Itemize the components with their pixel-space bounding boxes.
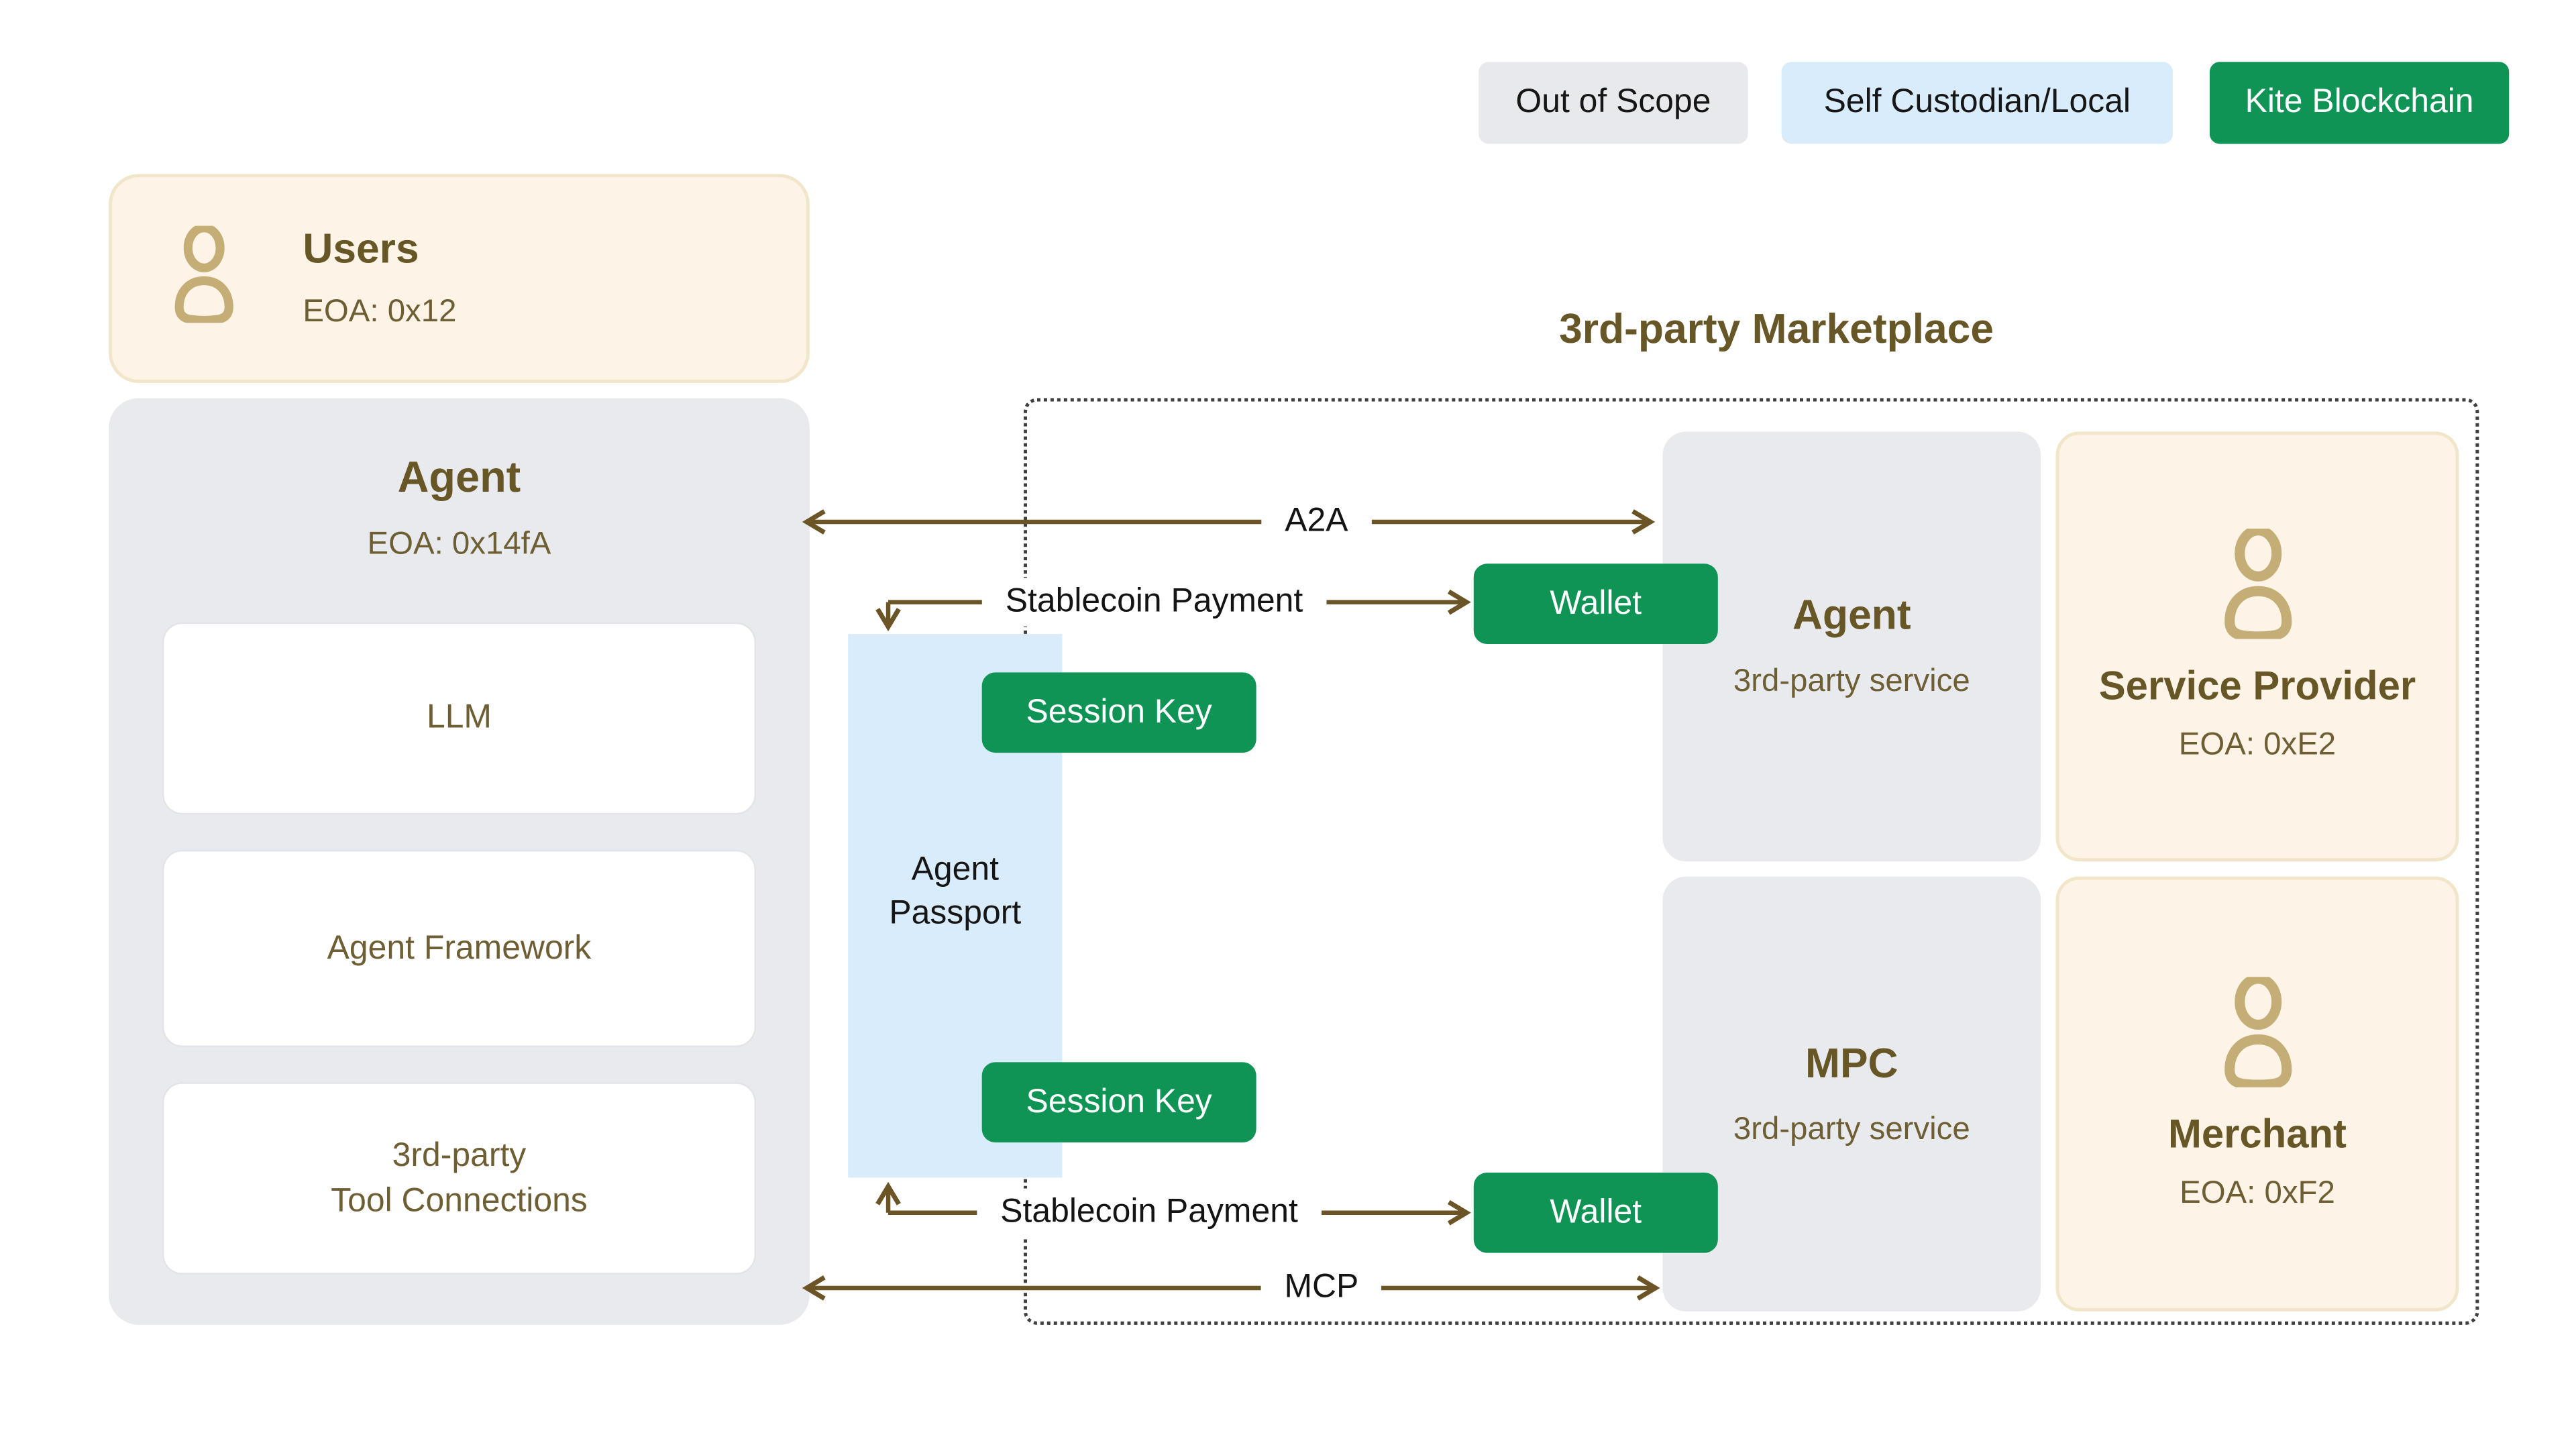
merchant-title: Merchant (2167, 1111, 2347, 1157)
session-key-top-button: Session Key (981, 672, 1256, 753)
legend-kite-blockchain: Kite Blockchain (2209, 62, 2510, 144)
mcp-label: MCP (1260, 1263, 1383, 1313)
merchant-card: Merchant EOA: 0xF2 (2055, 876, 2459, 1311)
session-key-bottom-button: Session Key (981, 1062, 1256, 1143)
stablecoin-bottom-label: Stablecoin Payment (977, 1188, 1322, 1237)
service-provider-eoa: EOA: 0xE2 (2178, 727, 2337, 763)
legend-out-of-scope: Out of Scope (1479, 62, 1748, 144)
mpc-subtitle: 3rd-party service (1733, 1111, 1970, 1147)
agent-panel-title: Agent (397, 451, 521, 502)
legend-out-of-scope-label: Out of Scope (1515, 83, 1711, 121)
agent-service-title: Agent (1792, 592, 1911, 639)
a2a-label: A2A (1261, 497, 1372, 547)
tool-connections-label-line1: 3rd-party (392, 1136, 527, 1174)
session-key-bottom-label: Session Key (1026, 1083, 1212, 1120)
wallet-top-label: Wallet (1550, 584, 1642, 622)
tool-connections-label-line2: Tool Connections (331, 1181, 588, 1219)
marketplace-title: 3rd-party Marketplace (1559, 306, 1994, 354)
users-eoa: EOA: 0x12 (303, 294, 457, 330)
mpc-card: MPC 3rd-party service (1662, 876, 2041, 1311)
agent-service-card: Agent 3rd-party service (1662, 431, 2041, 862)
service-provider-card: Service Provider EOA: 0xE2 (2055, 431, 2459, 862)
users-card: Users EOA: 0x12 (109, 174, 810, 384)
agent-passport-label: Agent Passport (889, 851, 1022, 932)
wallet-bottom-label: Wallet (1550, 1193, 1642, 1230)
session-key-top-label: Session Key (1026, 693, 1212, 731)
legend-kite-blockchain-label: Kite Blockchain (2245, 83, 2474, 121)
agent-framework-box: Agent Framework (162, 849, 757, 1047)
legend-self-custodian-label: Self Custodian/Local (1823, 83, 2131, 121)
users-title: Users (303, 225, 419, 273)
user-icon (2212, 973, 2303, 1095)
agent-service-subtitle: 3rd-party service (1733, 663, 1970, 700)
stablecoin-top-label: Stablecoin Payment (981, 578, 1327, 627)
user-icon (2212, 525, 2303, 647)
llm-box: LLM (162, 622, 757, 815)
service-provider-title: Service Provider (2098, 663, 2416, 710)
agent-panel-eoa: EOA: 0x14fA (367, 527, 551, 562)
wallet-bottom-button: Wallet (1473, 1172, 1718, 1253)
mpc-title: MPC (1805, 1039, 1898, 1087)
tool-connections-box: 3rd-party Tool Connections (162, 1082, 757, 1275)
legend-self-custodian: Self Custodian/Local (1781, 62, 2174, 144)
agent-framework-label: Agent Framework (327, 929, 592, 966)
wallet-top-button: Wallet (1473, 564, 1718, 644)
llm-label: LLM (426, 699, 492, 737)
user-icon (166, 223, 243, 331)
merchant-eoa: EOA: 0xF2 (2180, 1175, 2335, 1211)
